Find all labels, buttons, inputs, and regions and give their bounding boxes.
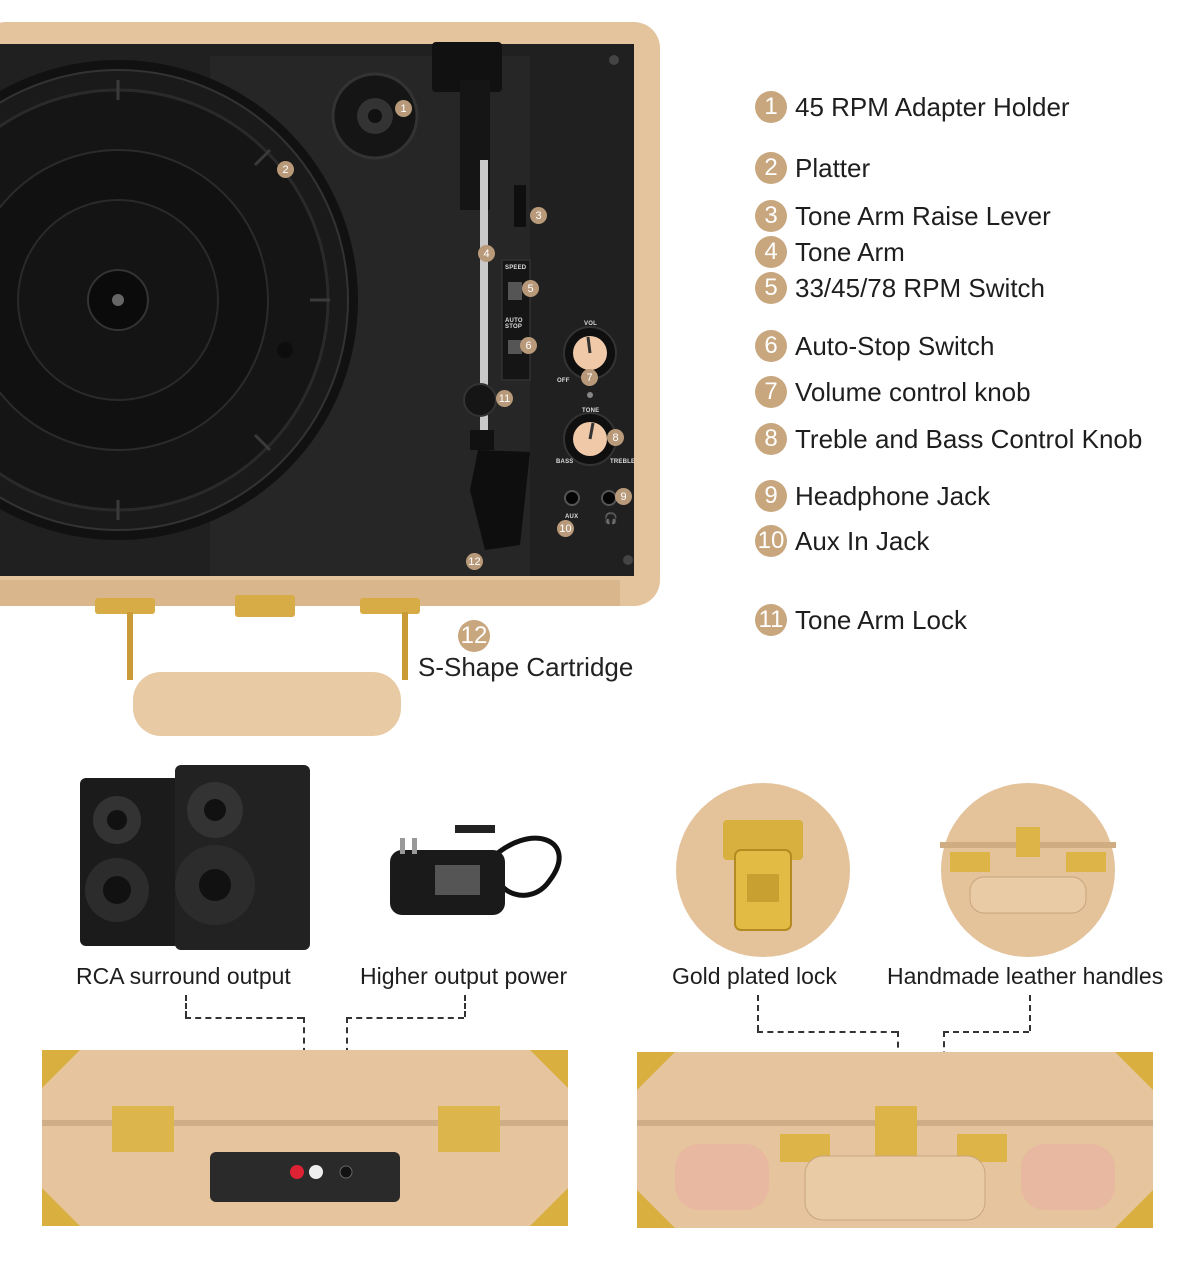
callout-badge: 11 [755,604,787,636]
callout-label: Volume control knob [795,376,1031,407]
mini-badge-3: 3 [530,207,547,224]
connector-power-a [464,995,466,1017]
callout-9: 9 Headphone Jack [755,480,990,512]
callout-3: 3 Tone Arm Raise Lever [755,200,1051,232]
mini-badge-6: 6 [520,337,537,354]
callout-7: 7 Volume control knob [755,376,1031,408]
mini-badge-10: 10 [557,520,574,537]
mini-badge-12: 12 [466,553,483,570]
mini-badge-7: 7 [581,369,598,386]
callout-label: Treble and Bass Control Knob [795,423,1143,454]
cartridge-badge: 12 [458,620,490,652]
panel-label-off: OFF [557,378,570,384]
callout-badge: 1 [755,91,787,123]
connector-handle-a [1029,995,1031,1031]
callout-badge: 10 [755,525,787,557]
case-back-view [42,1050,568,1226]
panel-label-aux: AUX [565,514,579,520]
connector-rca-a [185,995,187,1017]
callout-1: 1 45 RPM Adapter Holder [755,91,1070,123]
tone-arm-lock [463,383,497,417]
mini-badge-8: 8 [607,429,624,446]
panel-label-treble: TREBLE [610,459,636,465]
callout-badge: 4 [755,236,787,268]
case-front-view [637,1052,1153,1228]
turntable-illustration [0,22,660,736]
mini-badge-5: 5 [522,280,539,297]
callout-label: Auto-Stop Switch [795,330,995,361]
connector-rca-b [185,1017,303,1019]
gold-lock-closeup [676,783,850,957]
callout-10: 10 Aux In Jack [755,525,929,557]
mini-badge-11: 11 [496,390,513,407]
panel-label-tone: TONE [582,408,600,414]
panel-label-auto-stop: AUTO STOP [505,318,523,330]
panel-label-bass: BASS [556,459,574,465]
connector-power-b [346,1017,464,1019]
mini-badge-2: 2 [277,161,294,178]
callout-label: 45 RPM Adapter Holder [795,91,1070,122]
callout-label: Aux In Jack [795,525,930,556]
caption-lock: Gold plated lock [672,963,837,989]
tone-arm [480,160,488,450]
mini-badge-1: 1 [395,100,412,117]
callout-4: 4 Tone Arm [755,236,905,268]
callout-2: 2 Platter [755,152,870,184]
power-adapter-illustration [390,825,562,915]
callout-badge: 8 [755,423,787,455]
callout-badge: 6 [755,330,787,362]
callout-label: 33/45/78 RPM Switch [795,272,1046,303]
callout-badge: 2 [755,152,787,184]
callout-11: 11 Tone Arm Lock [755,604,967,636]
mini-badge-4: 4 [478,245,495,262]
s-shape-cartridge [470,450,530,550]
carry-handle [133,672,401,736]
callout-label: Headphone Jack [795,480,991,511]
connector-handle-b [943,1031,1029,1033]
callout-badge: 5 [755,272,787,304]
callout-5: 5 33/45/78 RPM Switch [755,272,1045,304]
connector-lock-b [757,1031,897,1033]
cartridge-label: S-Shape Cartridge [418,652,634,682]
callout-badge: 7 [755,376,787,408]
callout-label: Platter [795,152,871,183]
callout-label: Tone Arm Raise Lever [795,200,1051,231]
mini-badge-9: 9 [615,488,632,505]
connector-lock-a [757,995,759,1031]
caption-handles: Handmade leather handles [887,963,1164,989]
callout-badge: 3 [755,200,787,232]
caption-rca: RCA surround output [76,963,291,989]
callout-6: 6 Auto-Stop Switch [755,330,994,362]
callout-badge: 9 [755,480,787,512]
callout-label: Tone Arm Lock [795,604,967,635]
leather-handle-closeup [940,783,1116,957]
speed-switch-panel [501,259,531,381]
caption-power: Higher output power [360,963,568,989]
headphone-icon: 🎧 [604,513,618,525]
headphone-jack [601,490,617,506]
callout-8: 8 Treble and Bass Control Knob [755,423,1142,455]
panel-label-vol: VOL [584,321,597,327]
tonearm-head [432,42,502,92]
panel-label-speed: SPEED [505,265,527,271]
aux-jack [564,490,580,506]
speakers-illustration [80,765,310,950]
callout-label: Tone Arm [795,236,905,267]
